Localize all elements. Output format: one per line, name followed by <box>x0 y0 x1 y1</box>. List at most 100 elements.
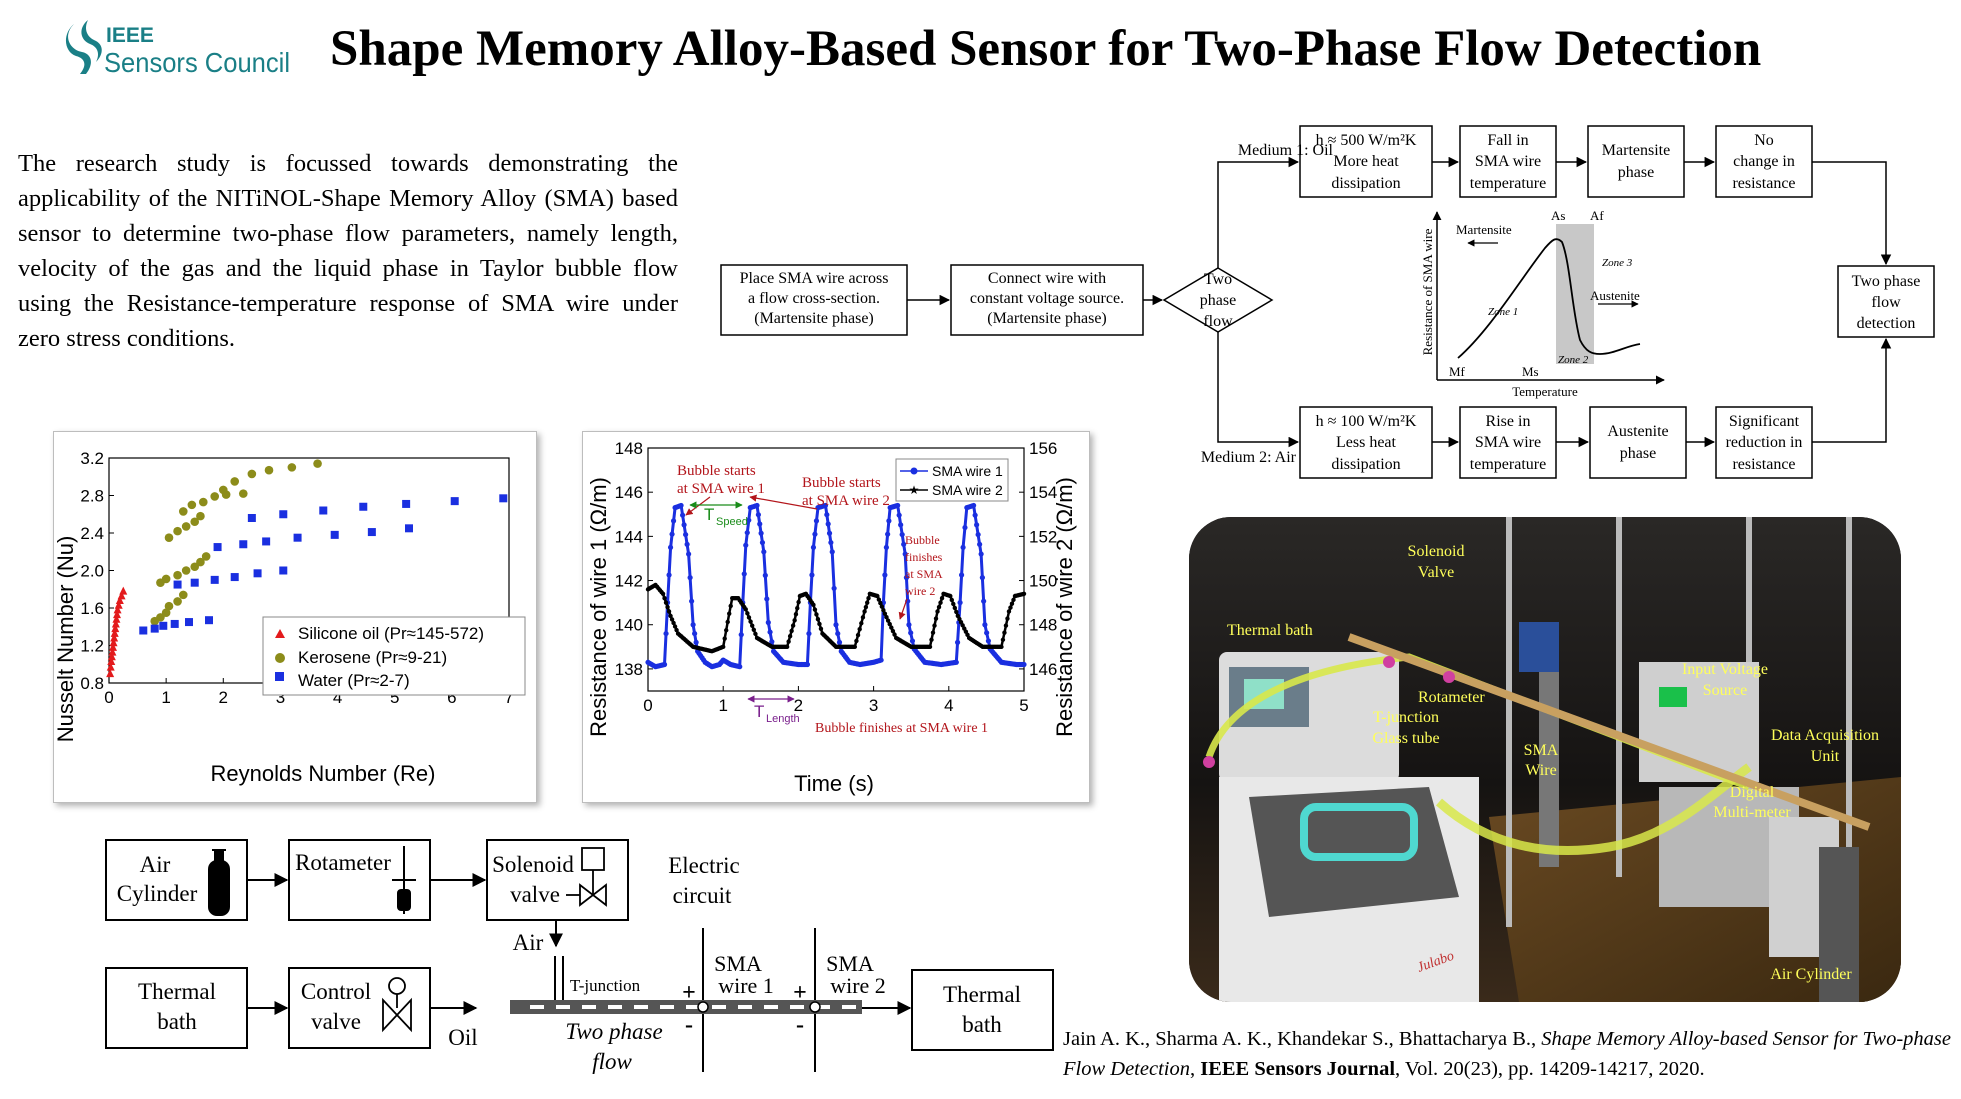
wire1-point <box>663 630 669 637</box>
annot-start2-line2: at SMA wire 2 <box>802 493 890 509</box>
silicone-oil-point <box>111 624 120 633</box>
wire2-point <box>665 604 670 610</box>
silicone-oil-point <box>119 586 128 595</box>
solenoid-line-1: Solenoid <box>492 852 574 877</box>
wire1-point <box>743 542 749 548</box>
t-length-t: T <box>754 702 764 721</box>
t-length-label: T Length <box>754 702 800 725</box>
kerosene-point <box>247 469 257 479</box>
oil-box-1-line-2: More heat <box>1333 153 1399 170</box>
wire1-point <box>978 551 984 557</box>
wire2-point <box>889 625 894 630</box>
nusselt-xtick-label: 2 <box>219 688 228 707</box>
inset-zone1: Zone 1 <box>1488 306 1518 318</box>
nusselt-xtick-label: 1 <box>161 688 170 707</box>
oil-box-1-line-1: h ≈ 500 W/m²K <box>1316 132 1417 149</box>
wire2-point <box>1021 591 1027 596</box>
wire2-point <box>929 637 934 642</box>
citation-journal: IEEE Sensors Journal <box>1200 1058 1396 1080</box>
photo-solenoid-line1: Solenoid <box>1408 543 1465 560</box>
kerosene-point <box>181 522 191 531</box>
wire2-point <box>674 627 679 633</box>
kerosene-point <box>230 477 240 486</box>
wire2-point <box>751 627 757 632</box>
silicone-oil-point <box>107 652 116 661</box>
wire2-point <box>666 609 672 614</box>
wire1-point <box>824 512 830 518</box>
wire1-point <box>767 629 773 635</box>
air-box-4-line-2: reduction in <box>1726 434 1803 451</box>
wire1-point <box>958 572 965 578</box>
resistance-ylabel: Resistance of wire 1 (Ω/m) <box>586 477 611 737</box>
photo-multimeter-line2: Multi-meter <box>1713 804 1791 821</box>
t-speed-sub: Speed <box>716 516 748 528</box>
wire1-point <box>981 598 987 604</box>
kerosene-point <box>161 608 171 617</box>
wire1-point <box>901 541 907 547</box>
legend-triangle-icon <box>275 629 285 638</box>
wire1-point <box>909 638 916 644</box>
hysteresis-curve <box>1457 238 1641 359</box>
wire1-point <box>985 638 992 644</box>
air-box-3-line-2: phase <box>1620 445 1656 462</box>
oil-box-2-line-1: Fall in <box>1487 132 1528 149</box>
water-point <box>367 528 376 537</box>
nusselt-data-marks <box>106 459 508 678</box>
rotameter-icon <box>392 846 416 914</box>
silicone-oil-point <box>114 600 123 609</box>
water-point <box>247 514 256 522</box>
start-box-line-2: a flow cross-section. <box>748 290 880 307</box>
resistance-legend: ★ SMA wire 1 SMA wire 2 <box>895 458 1009 502</box>
wire1-point <box>883 544 889 551</box>
wire1-point <box>765 619 771 626</box>
t-speed-label: T Speed <box>704 505 748 528</box>
resistance-xlabel: Time (s) <box>794 771 874 796</box>
wire1-point <box>759 539 766 546</box>
wire2-point <box>669 617 675 622</box>
result-box <box>1837 265 1935 338</box>
silicone-oil-point <box>112 614 121 623</box>
wire1-point <box>954 639 961 645</box>
water-point <box>319 506 328 515</box>
wire2-point <box>815 617 821 622</box>
citation-authors: Jain A. K., Sharma A. K., Khandekar S., … <box>1063 1028 1542 1050</box>
wire2-point <box>878 600 883 606</box>
water-point <box>330 530 339 539</box>
t-junction-label: T-junction <box>570 976 641 995</box>
wire2-point <box>721 644 726 650</box>
wire1-point <box>886 518 892 524</box>
wire2-point <box>1008 605 1013 610</box>
wire1-line <box>647 503 1024 669</box>
wire1-point <box>813 518 820 524</box>
nusselt-ytick-label: 1.2 <box>80 637 104 656</box>
water-point <box>293 533 302 542</box>
water-point <box>213 543 222 552</box>
resistance-data-marks <box>645 502 1027 670</box>
photo-sma-line1: SMA <box>1524 742 1559 759</box>
inset-af: Af <box>1590 208 1604 223</box>
water-point <box>159 621 168 630</box>
air-box-1-line-1: h ≈ 100 W/m²K <box>1316 413 1417 430</box>
oil-box-3-line-2: phase <box>1618 164 1654 181</box>
wire1-point <box>1021 661 1027 668</box>
wire2-point <box>786 639 791 644</box>
wire1-point <box>885 531 891 537</box>
water-point <box>170 619 179 628</box>
silicone-oil-point <box>113 610 121 619</box>
wire2-point <box>863 604 869 610</box>
inset-mf: Mf <box>1449 364 1466 379</box>
kerosene-point <box>238 489 248 498</box>
wire2-point <box>948 593 953 599</box>
oil-box-4-line-1: No <box>1754 132 1774 149</box>
wire1-point <box>764 596 770 602</box>
oil-box-3 <box>1587 125 1685 198</box>
silicone-oil-point <box>111 619 120 628</box>
oil-box-3-line-1: Martensite <box>1602 142 1670 159</box>
control-valve-icon <box>382 977 412 1033</box>
water-point <box>359 502 368 511</box>
nusselt-legend: Silicone oil (Pr≈145-572) Kerosene (Pr≈9… <box>262 616 526 696</box>
annot-finish1: Bubble finishes at SMA wire 1 <box>815 721 988 736</box>
wire1-point <box>769 639 775 645</box>
arrow-start2 <box>749 494 818 510</box>
